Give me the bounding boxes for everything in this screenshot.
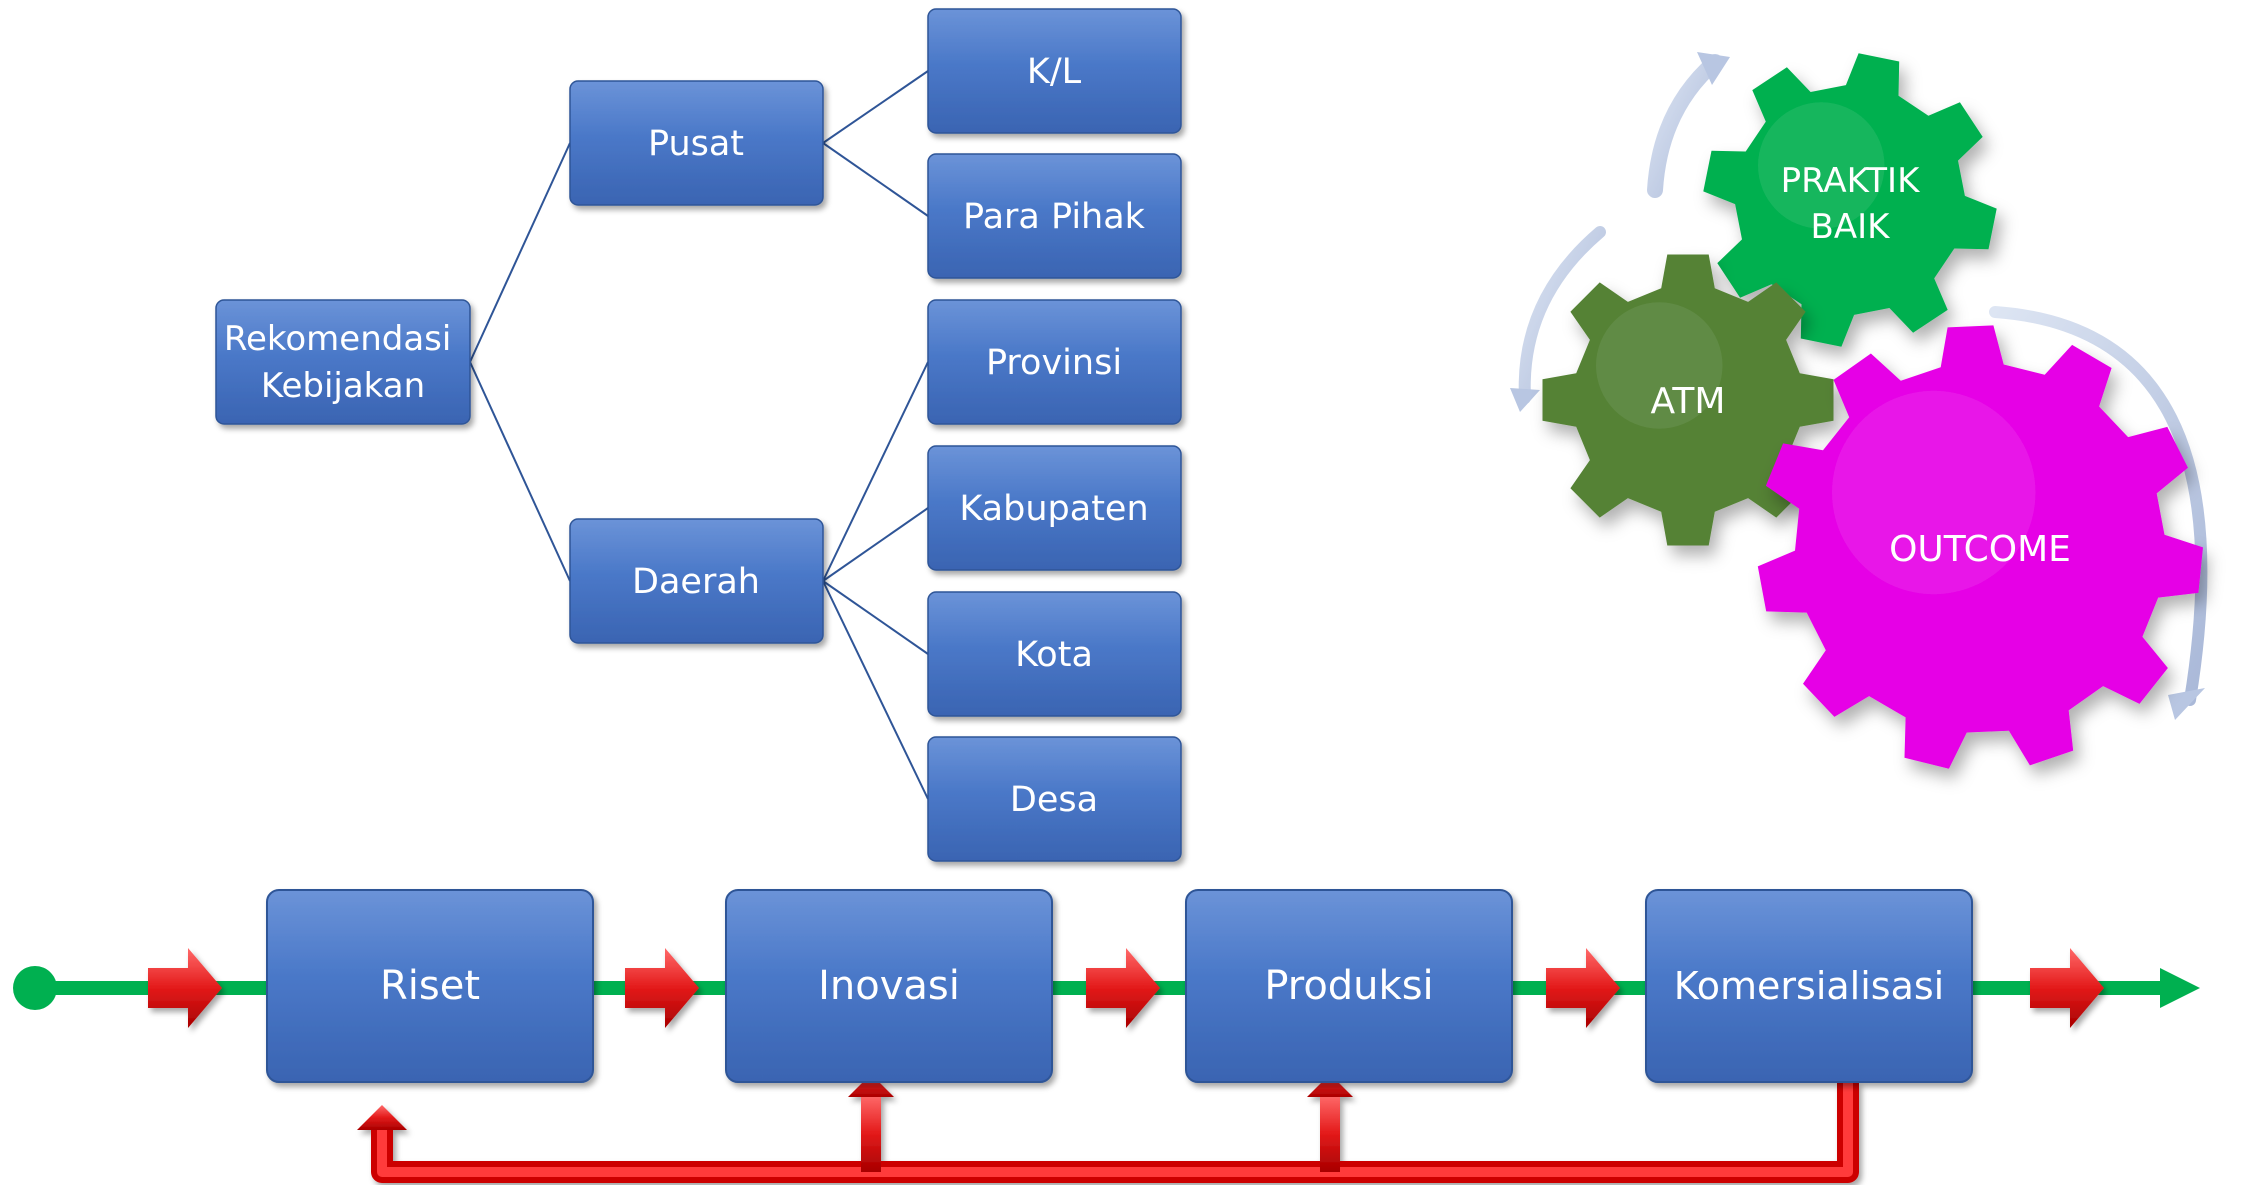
gear-atm: ATM [1542,254,1834,546]
tree-root-node[interactable]: Rekomendasi Kebijakan [215,299,471,425]
feedback-loop [357,1074,1859,1183]
red-chevron-icon [2030,948,2104,1028]
cycle-arcs [1510,52,2208,720]
tree-root-label: Rekomendasi Kebijakan [224,319,462,406]
tree-leaf-label: Provinsi [986,343,1122,383]
process-step-produksi[interactable]: Produksi [1185,889,1513,1083]
tree-leaf-kota[interactable]: Kota [927,591,1182,717]
process-step-komersialisasi[interactable]: Komersialisasi [1645,889,1973,1083]
tree-node-label: Daerah [632,562,760,602]
process-step-label: Komersialisasi [1674,964,1945,1008]
process-step-inovasi[interactable]: Inovasi [725,889,1053,1083]
tree-leaf-label: Desa [1010,780,1098,820]
gear-outcome: OUTCOME [1757,325,2203,769]
tree-leaf-label: Kabupaten [959,489,1148,529]
tree-leaf-provinsi[interactable]: Provinsi [927,299,1182,425]
red-chevron-icon [1086,948,1160,1028]
tree-node-pusat[interactable]: Pusat [569,80,824,206]
arrow-head-icon [2168,688,2205,720]
gear-label: ATM [1651,381,1726,422]
tree-leaf-kabupaten[interactable]: Kabupaten [927,445,1182,571]
tree-leaf-kl[interactable]: K/L [927,8,1182,134]
feedback-arrow-icon [357,1105,407,1130]
arrow-head-icon [1510,388,1540,412]
red-chevron-icon [625,948,699,1028]
red-chevron-icon [148,948,222,1028]
flow-end-arrow-icon [2160,968,2200,1008]
tree-leaf-para-pihak[interactable]: Para Pihak [927,153,1182,279]
arrow-head-icon [1697,52,1730,85]
process-flow: Riset Inovasi Produksi Komersialisasi [13,889,2200,1183]
tree-node-daerah[interactable]: Daerah [569,518,824,644]
tree-leaf-desa[interactable]: Desa [927,736,1182,862]
arc-top-arrow [1647,54,1723,198]
process-step-riset[interactable]: Riset [266,889,594,1083]
gear-label: OUTCOME [1889,529,2071,570]
feedback-arrow-icon [848,1074,894,1097]
process-step-label: Inovasi [818,963,960,1009]
tree-node-label: Pusat [648,124,744,164]
arc-left-arrow [1518,226,1606,404]
red-chevron-icon [1546,948,1620,1028]
arc-right-arrow [1989,306,2208,706]
tree-leaf-label: Kota [1015,635,1093,675]
tree-connectors [469,70,929,800]
flow-start-dot [13,966,57,1010]
tree-leaf-label: Para Pihak [963,197,1146,237]
tree-leaf-label: K/L [1027,52,1082,92]
process-step-label: Produksi [1264,963,1433,1009]
process-step-label: Riset [380,963,480,1009]
feedback-arrow-icon [1307,1074,1353,1097]
